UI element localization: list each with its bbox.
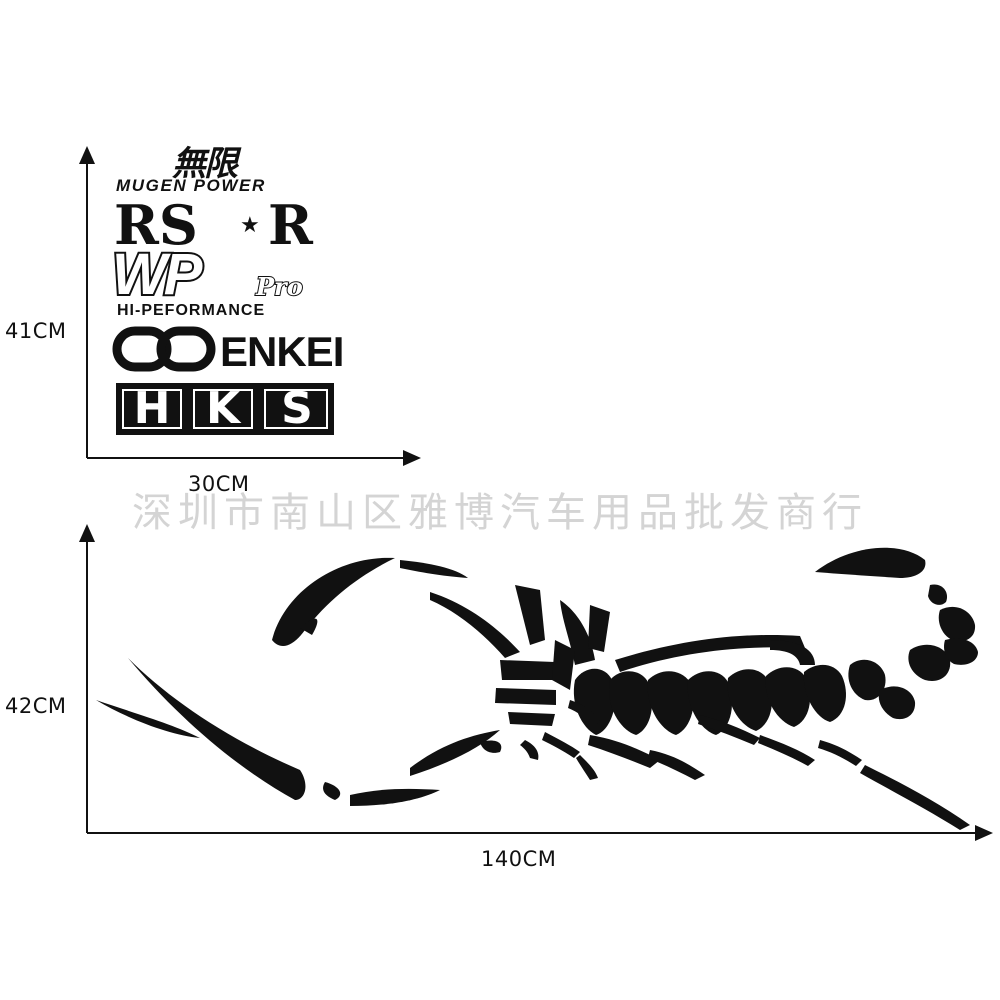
height-label-set2: 42CM <box>5 694 67 718</box>
hks-letter-k: K <box>205 383 241 434</box>
hi-performance-logo: HI-PEFORMANCE <box>117 302 266 319</box>
hks-logo: H K S <box>116 383 334 435</box>
hks-letter-s: S <box>281 383 313 434</box>
height-label-set1: 41CM <box>5 319 67 343</box>
wp-logo: WP <box>110 242 204 308</box>
arrow-up-icon <box>79 524 95 542</box>
rsr-logo-left: RS <box>114 193 198 257</box>
rsr-logo-right: R <box>268 193 313 257</box>
arrow-up-icon <box>79 146 95 164</box>
hks-letter-h: H <box>133 383 171 434</box>
wp-pro-logo: Pro <box>255 271 304 302</box>
enkei-logo: ENKEI <box>220 328 344 375</box>
width-label-set2: 140CM <box>481 847 557 871</box>
mugen-power-logo: MUGEN POWER <box>116 176 266 195</box>
width-label-set1: 30CM <box>188 472 250 496</box>
arrow-right-icon <box>403 450 421 466</box>
star-icon: ★ <box>240 213 260 238</box>
shop-watermark: 深圳市南山区雅博汽车用品批发商行 <box>132 490 868 536</box>
mugen-kanji-logo: 無限 <box>172 144 238 184</box>
arrow-right-icon <box>975 825 993 841</box>
